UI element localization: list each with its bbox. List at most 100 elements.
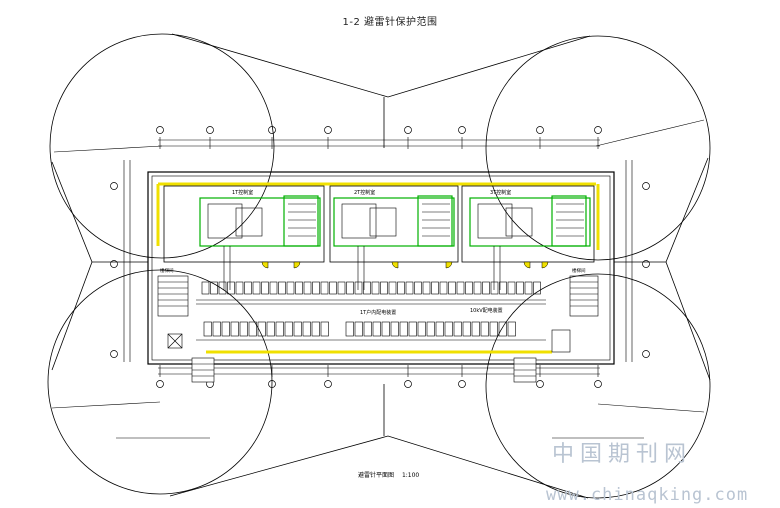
cabinet xyxy=(293,321,302,337)
cabinet xyxy=(337,281,346,295)
cabinet xyxy=(371,281,380,295)
cabinet xyxy=(372,321,381,337)
corridor-label-2: 10kV配电装置 xyxy=(470,307,503,314)
cabinet xyxy=(482,281,490,295)
cabinet xyxy=(453,321,462,337)
cabinet xyxy=(471,321,480,337)
cabinet xyxy=(266,321,275,337)
cabinet xyxy=(275,321,284,337)
cabinet xyxy=(390,321,399,337)
cabinet xyxy=(456,281,465,295)
cabinet xyxy=(346,281,354,295)
cabinet xyxy=(354,281,363,295)
cabinet xyxy=(221,321,230,337)
corridor-label-1: 1T户内配电装置 xyxy=(360,309,396,316)
cabinet xyxy=(399,321,408,337)
cabinet xyxy=(363,281,371,295)
cabinet xyxy=(435,321,444,337)
cabinet xyxy=(320,281,329,295)
dimension-lines xyxy=(51,119,705,439)
control-rooms xyxy=(163,185,595,263)
cabinet xyxy=(311,321,320,337)
cabinet xyxy=(507,281,516,295)
watermark-url: www.chinaqking.com xyxy=(546,485,749,505)
building-outline xyxy=(147,171,615,365)
cabinet xyxy=(431,281,439,295)
stair-label-2: 楼梯间 xyxy=(572,267,586,274)
protection-circle-sw xyxy=(47,269,273,495)
cabinet xyxy=(498,321,507,337)
protection-circles xyxy=(47,33,711,499)
cabinet xyxy=(302,321,311,337)
cabinet xyxy=(210,281,218,295)
room-label-3: 3T控制室 xyxy=(490,189,511,196)
cabinet xyxy=(533,281,541,295)
cabinet xyxy=(388,281,397,295)
cabinet xyxy=(329,281,337,295)
cabinet xyxy=(465,281,473,295)
cabinet xyxy=(320,321,329,337)
cabinet xyxy=(397,281,405,295)
room-label-1: 1T控制室 xyxy=(232,189,253,196)
cabinet xyxy=(257,321,266,337)
switchgear-cabinets xyxy=(196,281,546,341)
cabinet xyxy=(312,281,320,295)
stairs xyxy=(157,275,599,353)
cabinet xyxy=(244,281,252,295)
cabinet xyxy=(354,321,363,337)
cabinet xyxy=(516,281,524,295)
cabinet xyxy=(380,281,388,295)
cabinet xyxy=(381,321,390,337)
cabinet xyxy=(422,281,431,295)
cabinet xyxy=(462,321,471,337)
protection-circle-se xyxy=(485,273,711,499)
stair-label-1: 楼梯间 xyxy=(160,267,174,274)
cabinet xyxy=(286,281,295,295)
cabinet xyxy=(363,321,372,337)
cabinet xyxy=(490,281,499,295)
axis-bubbles xyxy=(110,126,650,388)
cabinet xyxy=(248,321,257,337)
watermark-cn: 中国期刊网 xyxy=(552,442,693,467)
cabinet xyxy=(524,281,533,295)
equipment-outlines xyxy=(199,195,591,247)
cabinet xyxy=(201,281,210,295)
protection-circle-ne xyxy=(485,35,711,261)
door-swings xyxy=(261,261,549,269)
cabinet xyxy=(212,321,221,337)
cabinet xyxy=(480,321,489,337)
cabinet xyxy=(408,321,417,337)
cabinet xyxy=(295,281,303,295)
yellow-walls xyxy=(156,182,600,354)
cabinet xyxy=(227,281,235,295)
cabinet xyxy=(303,281,312,295)
cabinet xyxy=(239,321,248,337)
cabinet xyxy=(448,281,456,295)
cabinet xyxy=(230,321,239,337)
cabinet xyxy=(507,321,516,337)
cabinet xyxy=(284,321,293,337)
cabinet xyxy=(444,321,453,337)
cabinet xyxy=(261,281,269,295)
protection-envelope xyxy=(51,33,711,499)
cabinet xyxy=(203,321,212,337)
cabinet xyxy=(218,281,227,295)
cabinet xyxy=(345,321,354,337)
cabinet xyxy=(414,281,422,295)
drawing-caption: 避雷针平面图 1:100 xyxy=(358,472,420,479)
cabinet xyxy=(499,281,507,295)
cabinet xyxy=(473,281,482,295)
cabinet xyxy=(489,321,498,337)
cabinet xyxy=(252,281,261,295)
cabinet xyxy=(405,281,414,295)
cabinet xyxy=(269,281,278,295)
drawing-title: 1-2 避雷针保护范围 xyxy=(342,17,438,28)
cabinet xyxy=(278,281,286,295)
cabinet xyxy=(439,281,448,295)
cabinet xyxy=(426,321,435,337)
equipment-detail xyxy=(207,203,584,290)
room-label-2: 2T控制室 xyxy=(354,189,375,196)
cabinet xyxy=(235,281,244,295)
